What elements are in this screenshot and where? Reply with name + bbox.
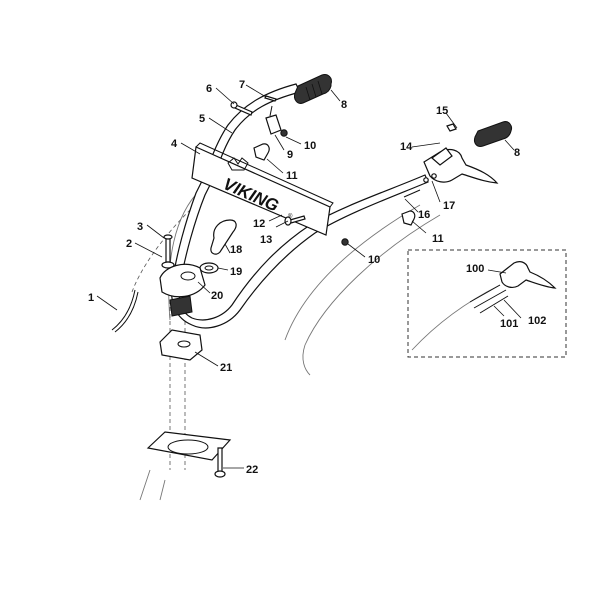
- strap-18: [210, 219, 237, 255]
- part-15: [446, 123, 457, 132]
- callout-2: 2: [126, 238, 132, 250]
- callout-4: 4: [171, 138, 178, 150]
- callout-11-upper: 11: [286, 170, 298, 182]
- mount-21: [159, 329, 203, 361]
- callout-15: 15: [436, 105, 448, 117]
- callout-10-lower: 10: [368, 254, 380, 266]
- clamp-9: [265, 105, 282, 135]
- cable-1: [111, 289, 139, 333]
- callout-1: 1: [88, 292, 94, 304]
- callout-14: 14: [400, 141, 413, 153]
- callout-101: 101: [500, 318, 518, 330]
- callout-5: 5: [199, 113, 205, 125]
- callout-8-left: 8: [341, 99, 347, 111]
- nut-10-lower: [341, 238, 349, 246]
- clutch-lever: [423, 147, 499, 184]
- callout-21: 21: [220, 362, 232, 374]
- callout-18: 18: [230, 244, 242, 256]
- callout-12: 12: [253, 218, 265, 230]
- callout-19: 19: [230, 266, 242, 278]
- washer-19: [199, 262, 219, 274]
- callout-9: 9: [287, 149, 293, 161]
- nut-10-upper: [280, 129, 288, 137]
- callout-16: 16: [418, 209, 430, 221]
- clip-11-upper: [253, 143, 270, 161]
- grip-right: [474, 121, 512, 147]
- washer-2: [161, 261, 175, 269]
- machine-outline: [131, 189, 441, 501]
- part-16: [403, 189, 421, 198]
- callout-8-right: 8: [514, 147, 520, 159]
- leader-lines: [96, 84, 522, 469]
- handlebar-tube: [170, 83, 429, 329]
- callout-3: 3: [137, 221, 143, 233]
- pin-7: [264, 95, 277, 102]
- callout-labels: 1 2 3 4 5 6 7 8 8 9 10 10 11 11 12 13 14…: [88, 79, 546, 476]
- callout-17: 17: [443, 200, 455, 212]
- crown-icon: [227, 157, 249, 171]
- callout-11-lower: 11: [432, 233, 444, 245]
- bracket-20: [159, 263, 206, 317]
- callout-102: 102: [528, 315, 546, 327]
- callout-7: 7: [239, 79, 245, 91]
- base-plate: [146, 431, 232, 461]
- callout-22: 22: [246, 464, 258, 476]
- callout-13: 13: [260, 234, 272, 246]
- grip-left: [294, 74, 332, 104]
- callout-20: 20: [211, 290, 223, 302]
- detail-inset: [407, 249, 567, 358]
- callout-100: 100: [466, 263, 484, 275]
- clip-11-lower: [401, 210, 416, 226]
- bolt-22: [214, 447, 226, 478]
- callout-10-upper: 10: [304, 140, 316, 152]
- callout-6: 6: [206, 83, 212, 95]
- part-17: [423, 173, 437, 183]
- screw-6: [230, 101, 253, 116]
- brand-registered-mark: ®: [288, 213, 293, 220]
